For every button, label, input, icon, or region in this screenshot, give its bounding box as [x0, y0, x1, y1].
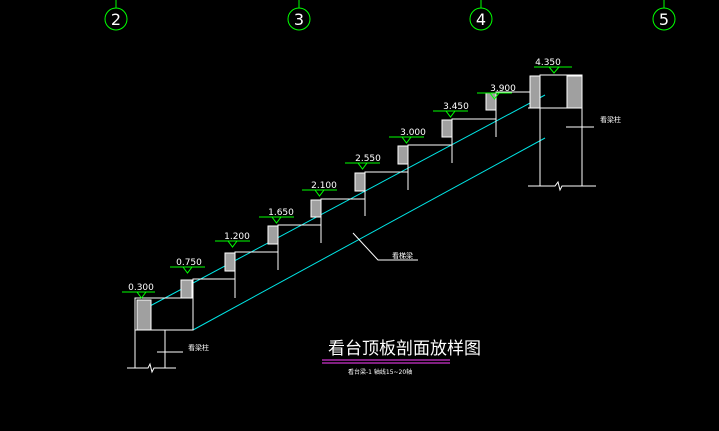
- elevation-marker-9: 4.350: [534, 58, 572, 74]
- stair-step-3-riser: [267, 225, 279, 245]
- axis-label-3: 3: [294, 10, 304, 29]
- elevation-marker-0: 0.300: [122, 283, 155, 299]
- stair-step-6-riser: [397, 145, 409, 165]
- elevation-marker-7: 3.450: [433, 102, 469, 118]
- elevation-marker-1: 0.750: [170, 258, 205, 274]
- stair-step-8-riser: [485, 92, 497, 111]
- elevation-marker-3: 1.650: [259, 208, 294, 224]
- elevation-marker-8: 3.900: [477, 84, 516, 100]
- stair-step-1-riser: [180, 279, 193, 299]
- stair-step-4-riser: [310, 199, 322, 218]
- bottom-column-label: 看梁柱: [188, 343, 209, 352]
- axis-label-4: 4: [476, 10, 486, 29]
- elevation-marker-5: 2.550: [345, 154, 381, 170]
- slab-top-line: [149, 94, 546, 307]
- elevation-label-3: 1.650: [268, 208, 294, 218]
- elevation-label-5: 2.550: [355, 154, 381, 164]
- elevation-label-2: 1.200: [224, 232, 250, 242]
- stair-section: [134, 74, 583, 331]
- elevation-label-8: 3.900: [490, 84, 516, 94]
- elevation-marker-4: 2.100: [302, 181, 337, 197]
- beam-leader: [352, 232, 418, 261]
- elevation-label-6: 3.000: [400, 128, 426, 138]
- axis-marker-5: 5: [652, 0, 676, 31]
- beam-label: 看梯梁: [392, 251, 413, 260]
- drawing-subtitle: 看台梁-1 轴线15~20轴: [348, 368, 412, 376]
- drawing-title: 看台顶板剖面放样图: [328, 339, 481, 359]
- axis-label-2: 2: [111, 10, 121, 29]
- elevation-label-9: 4.350: [535, 58, 561, 68]
- stair-step-9-riser-right: [566, 75, 583, 109]
- elevation-marker-2: 1.200: [215, 232, 250, 248]
- stair-step-0-riser: [136, 299, 152, 331]
- elevation-marker-6: 3.000: [389, 128, 426, 144]
- bottom-column: [127, 330, 183, 374]
- elevation-label-4: 2.100: [311, 181, 337, 191]
- top-column: [528, 107, 596, 192]
- stair-step-7-riser: [441, 119, 453, 138]
- stair-step-5-riser: [354, 172, 366, 192]
- axis-marker-3: 3: [287, 0, 311, 31]
- elevation-label-7: 3.450: [443, 102, 469, 112]
- stair-step-2-riser: [224, 252, 236, 272]
- stair-step-9-riser-left: [529, 75, 541, 109]
- axis-label-5: 5: [659, 10, 669, 29]
- top-column-label: 看梁柱: [600, 115, 621, 124]
- axis-marker-4: 4: [469, 0, 493, 31]
- elevation-label-0: 0.300: [128, 283, 154, 293]
- slab-bottom-line: [192, 137, 546, 331]
- axis-marker-2: 2: [104, 0, 128, 31]
- elevation-label-1: 0.750: [176, 258, 202, 268]
